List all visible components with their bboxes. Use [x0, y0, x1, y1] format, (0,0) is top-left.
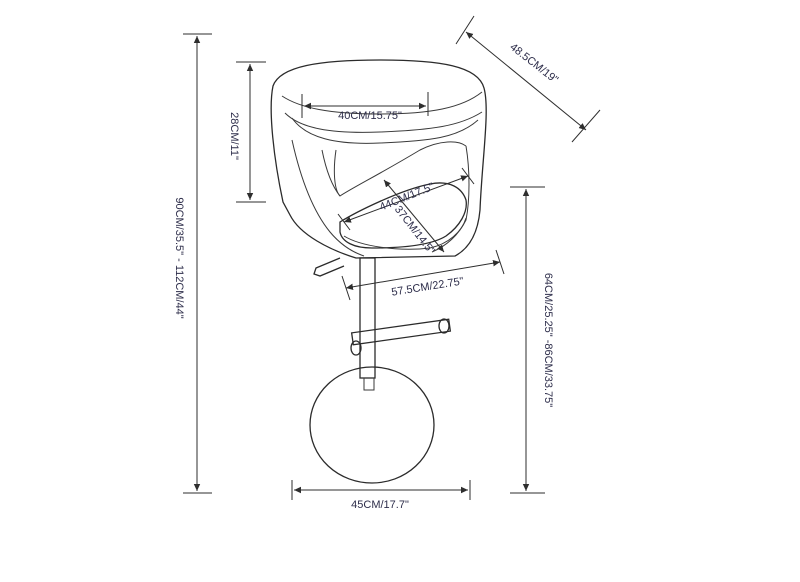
chair-arm-left-inner — [321, 149, 341, 197]
back-width-label: 40CM/15.75" — [338, 110, 402, 122]
dimension-base-width: 45CM/17.7" — [291, 480, 471, 511]
dimension-depth: 48.5CM/19" — [455, 15, 601, 143]
seat-width-label: 44CM/17.5" — [378, 181, 436, 214]
chair-arm-left — [291, 139, 365, 257]
chair-footrest-tip — [438, 318, 450, 334]
chair-back-outer — [270, 59, 487, 259]
seat-height-label: 64CM/25.25" -86CM/33.75" — [542, 273, 554, 407]
chair-column-collar — [363, 378, 375, 391]
dimension-back-width: 40CM/15.75" — [301, 92, 429, 122]
chair-back-inner-rim — [284, 111, 483, 133]
depth-label: 48.5CM/19" — [507, 41, 560, 86]
chair-footrest-bar — [350, 318, 452, 346]
chair-height-lever — [313, 257, 345, 277]
back-height-label: 28CM/11" — [228, 112, 240, 160]
chair-gas-lift-column — [359, 257, 376, 379]
chair-inner-shell — [333, 141, 467, 197]
dimension-back-height: 28CM/11" — [228, 61, 266, 203]
base-width-label: 45CM/17.7" — [351, 499, 409, 511]
dimension-seat-height: 64CM/25.25" -86CM/33.75" — [510, 186, 554, 494]
chair-back-inner-rim-2 — [291, 117, 479, 144]
chair-inner-shell-right — [431, 145, 470, 253]
dimension-total-height: 90CM/35.5" - 112CM/44" — [173, 33, 212, 494]
chair-base — [309, 366, 435, 484]
total-height-label: 90CM/35.5" - 112CM/44" — [173, 197, 185, 318]
chair-footrest-end — [350, 340, 362, 356]
bar-stool-drawing — [270, 59, 487, 484]
